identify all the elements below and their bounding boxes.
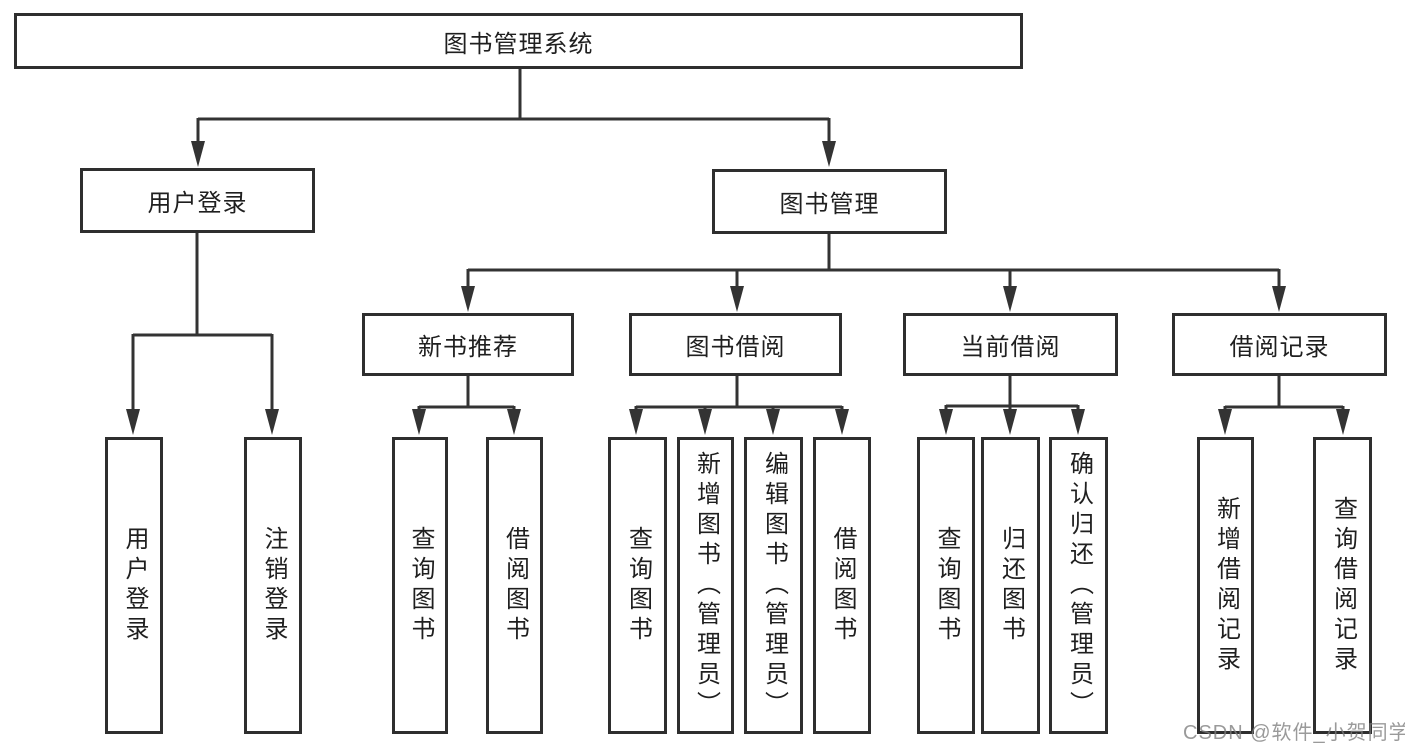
leaf-add-borrow-record-label: 新增借阅记录 (1212, 495, 1240, 676)
leaf-query-books-3: 查询图书 (917, 437, 975, 734)
leaf-borrow-books-1-label: 借阅图书 (501, 525, 529, 646)
leaf-return-books: 归还图书 (981, 437, 1040, 734)
leaf-user-login-label: 用户登录 (121, 525, 148, 646)
leaf-edit-books-admin-label: 编辑图书（管理员） (760, 450, 788, 721)
leaf-query-borrow-record: 查询借阅记录 (1313, 437, 1372, 734)
watermark: CSDN @软件_小贺同学 (1183, 722, 1405, 744)
leaf-query-books-1: 查询图书 (392, 437, 448, 734)
node-borrowing-records-label: 借阅记录 (1229, 334, 1330, 361)
node-book-borrowing-label: 图书借阅 (685, 334, 786, 361)
leaf-borrow-books-2-label: 借阅图书 (829, 525, 856, 646)
node-current-borrowing-label: 当前借阅 (960, 334, 1061, 361)
leaf-add-books-admin-label: 新增图书（管理员） (692, 450, 720, 721)
node-user-login: 用户登录 (80, 168, 315, 233)
node-new-book-recommendation: 新书推荐 (362, 313, 574, 376)
leaf-logout-login: 注销登录 (244, 437, 302, 734)
leaf-borrow-books-2: 借阅图书 (813, 437, 871, 734)
leaf-borrow-books-1: 借阅图书 (486, 437, 543, 734)
node-root-label: 图书管理系统 (443, 30, 594, 58)
node-borrowing-records: 借阅记录 (1172, 313, 1387, 376)
leaf-confirm-return-admin: 确认归还（管理员） (1049, 437, 1108, 734)
node-book-borrowing: 图书借阅 (629, 313, 842, 376)
leaf-query-books-2: 查询图书 (608, 437, 667, 734)
leaf-query-books-3-label: 查询图书 (933, 525, 960, 646)
leaf-user-login: 用户登录 (105, 437, 163, 734)
leaf-return-books-label: 归还图书 (997, 525, 1025, 646)
node-current-borrowing: 当前借阅 (903, 313, 1118, 376)
leaf-add-books-admin: 新增图书（管理员） (677, 437, 734, 734)
leaf-logout-login-label: 注销登录 (260, 525, 287, 646)
leaf-edit-books-admin: 编辑图书（管理员） (744, 437, 803, 734)
leaf-query-borrow-record-label: 查询借阅记录 (1329, 495, 1357, 676)
leaf-query-books-1-label: 查询图书 (407, 525, 434, 646)
leaf-query-books-2-label: 查询图书 (624, 525, 652, 646)
node-book-management: 图书管理 (712, 169, 947, 234)
node-root: 图书管理系统 (14, 13, 1023, 69)
leaf-confirm-return-admin-label: 确认归还（管理员） (1065, 450, 1093, 721)
node-new-book-recommendation-label: 新书推荐 (418, 334, 518, 361)
node-book-management-label: 图书管理 (779, 191, 880, 218)
leaf-add-borrow-record: 新增借阅记录 (1197, 437, 1254, 734)
node-user-login-label: 用户登录 (147, 190, 248, 217)
